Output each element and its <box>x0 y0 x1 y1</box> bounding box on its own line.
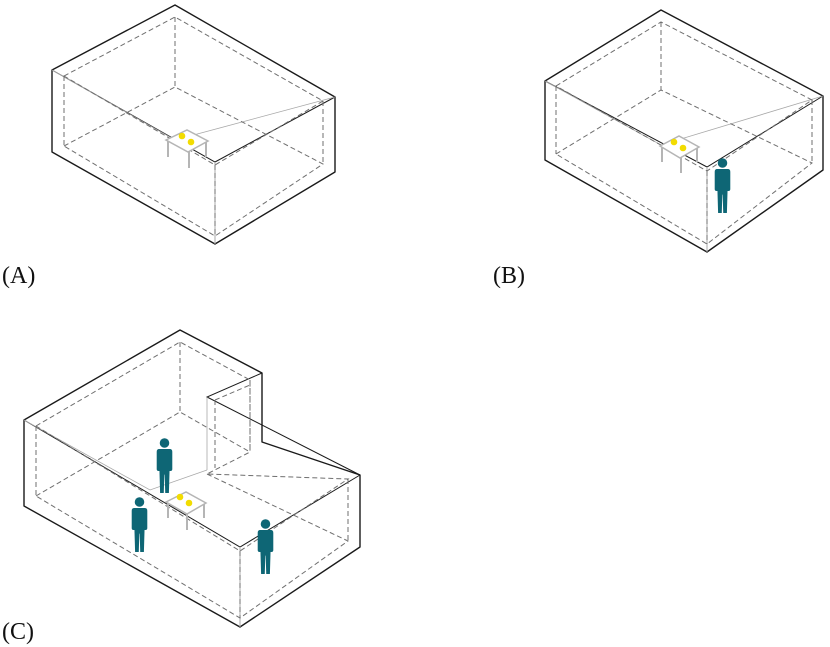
table-icon <box>658 135 701 173</box>
table-icon <box>164 129 210 168</box>
light-dot-icon <box>187 138 195 146</box>
room-diagram-a <box>51 4 336 245</box>
room-outline-c <box>23 329 361 628</box>
person-icon <box>714 158 731 213</box>
room-back-floor-c <box>23 419 208 491</box>
person-icon <box>131 497 148 552</box>
light-dot-icon <box>176 493 184 501</box>
person-icon <box>257 519 274 574</box>
room-outline-b <box>544 9 824 253</box>
room-dashed-frame-b <box>555 21 813 245</box>
room-dashed-frame-a <box>62 16 324 237</box>
light-dot-icon <box>185 499 193 507</box>
panel-label-a: (A) <box>2 263 36 289</box>
panel-label-b: (B) <box>493 263 525 289</box>
room-top-edge-c <box>23 419 361 548</box>
light-dot-icon <box>670 138 678 146</box>
light-dot-icon <box>178 132 186 140</box>
room-dashed-frame-c <box>35 341 350 619</box>
light-dot-icon <box>679 144 687 152</box>
room-notch-edge-c <box>205 372 361 476</box>
panel-label-c: (C) <box>2 619 34 645</box>
table-icon <box>164 491 208 530</box>
room-diagram-b <box>544 9 824 253</box>
room-outline-a <box>51 4 336 245</box>
room-diagram-c <box>23 329 361 628</box>
